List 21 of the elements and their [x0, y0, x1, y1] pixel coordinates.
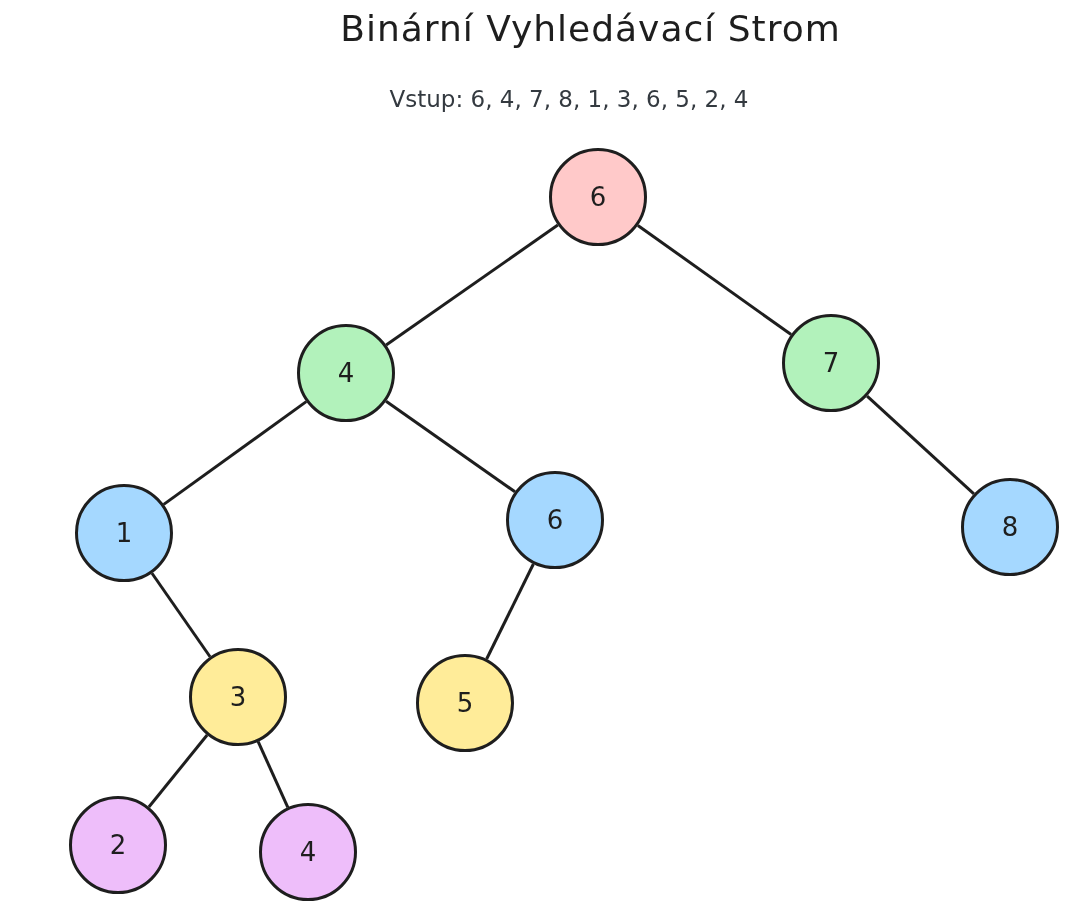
node-value: 6	[589, 182, 607, 212]
tree-edge	[256, 741, 290, 808]
tree-edge	[385, 399, 516, 494]
tree-edge	[162, 400, 308, 506]
tree-edge	[637, 224, 792, 336]
tree-edge	[150, 572, 212, 658]
node-value: 5	[456, 688, 474, 718]
input-sequence: Vstup: 6, 4, 7, 8, 1, 3, 6, 5, 2, 4	[388, 86, 750, 112]
node-value: 6	[546, 505, 564, 535]
node-value: 8	[1001, 512, 1019, 542]
node-value: 2	[109, 830, 127, 860]
tree-edge	[147, 734, 209, 808]
tree-edge	[866, 395, 975, 495]
title: Binární Vyhledávací Strom	[339, 8, 842, 49]
node-value: 4	[299, 837, 317, 867]
node-value: 3	[229, 682, 247, 712]
tree-edge	[385, 223, 559, 347]
node-value: 1	[115, 518, 133, 548]
node-value: 7	[822, 348, 840, 378]
node-value: 4	[337, 358, 355, 388]
tree-edge	[485, 563, 535, 660]
